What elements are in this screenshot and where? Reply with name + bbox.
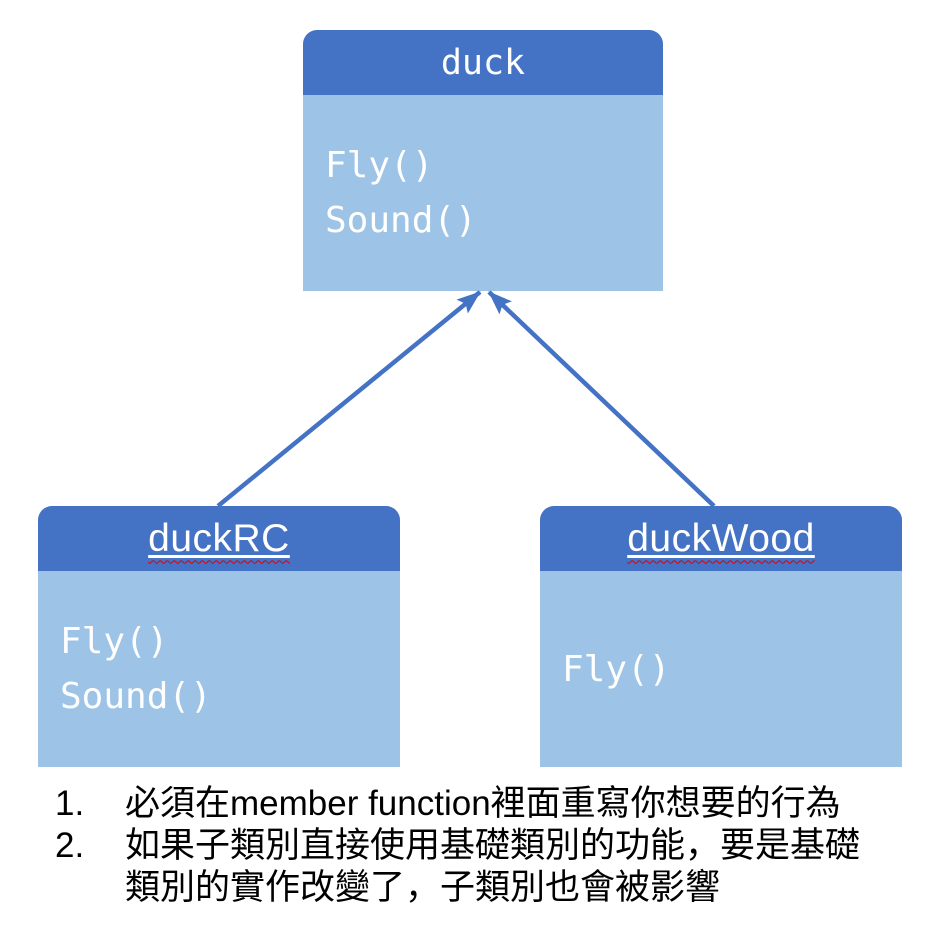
class-title-duckrc: duckRC (38, 506, 400, 571)
list-item: 2. 如果子類別直接使用基礎類別的功能，要是基礎類別的實作改變了，子類別也會被影… (55, 825, 885, 909)
list-text: 如果子類別直接使用基礎類別的功能，要是基礎類別的實作改變了，子類別也會被影響 (125, 826, 861, 907)
class-methods-duckrc: Fly() Sound() (38, 571, 400, 767)
method-label: Fly() (60, 621, 169, 662)
list-number: 1. (55, 784, 85, 823)
list-number: 2. (55, 826, 85, 865)
notes-list: 1. 必須在member function裡面重寫你想要的行為 2. 如果子類別… (55, 783, 885, 909)
class-title-text: duckWood (627, 516, 815, 560)
method-label: Sound() (325, 200, 477, 241)
list-item: 1. 必須在member function裡面重寫你想要的行為 (55, 783, 885, 825)
method-label: Fly() (325, 145, 434, 186)
arrow-duckrc-to-duck (216, 290, 482, 508)
class-box-duck: duck Fly() Sound() (303, 30, 663, 291)
arrow-duckwood-to-duck (487, 290, 716, 508)
class-title-duckwood: duckWood (540, 506, 902, 571)
class-methods-duck: Fly() Sound() (303, 95, 663, 291)
class-title-text: duck (440, 42, 526, 83)
class-box-duckwood: duckWood Fly() (540, 506, 902, 767)
class-box-duckrc: duckRC Fly() Sound() (38, 506, 400, 767)
class-methods-duckwood: Fly() (540, 571, 902, 767)
list-text: 必須在member function裡面重寫你想要的行為 (125, 784, 841, 823)
method-label: Sound() (60, 676, 212, 717)
class-title-text: duckRC (148, 516, 290, 560)
method-label: Fly() (562, 648, 671, 690)
class-title-duck: duck (303, 30, 663, 95)
